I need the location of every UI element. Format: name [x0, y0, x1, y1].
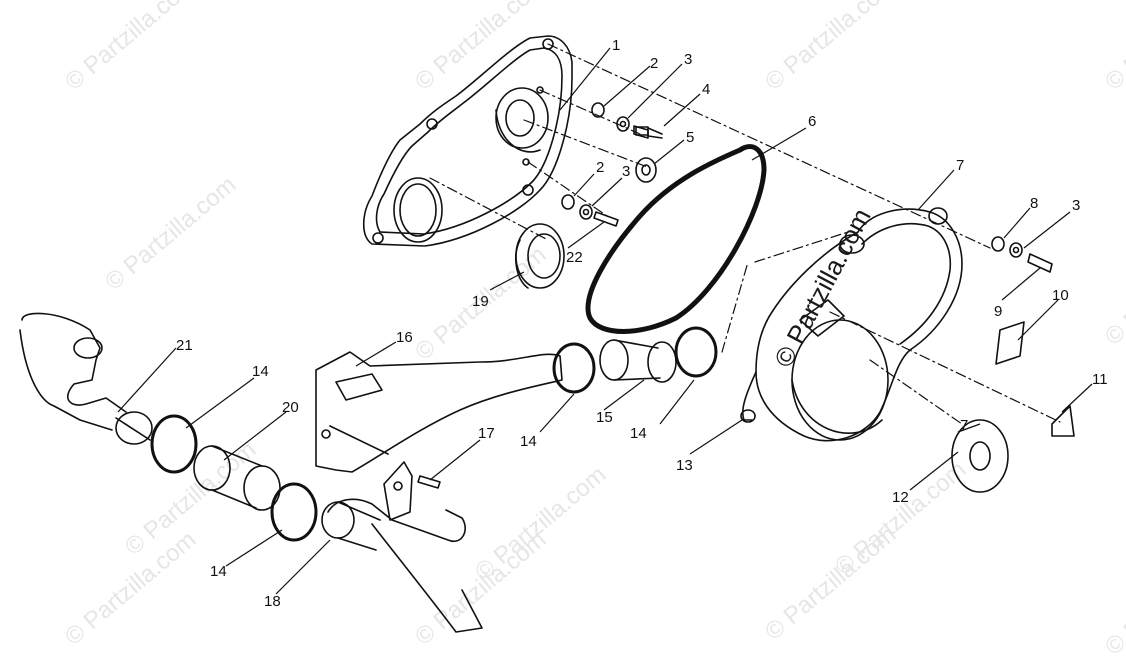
- callout-label: 14: [520, 433, 537, 450]
- callout-label: 1: [612, 37, 621, 54]
- callout-label: 3: [622, 163, 631, 180]
- callout-label: 17: [478, 425, 495, 442]
- callout-label: 9: [994, 303, 1003, 320]
- callout-label: 2: [596, 159, 605, 176]
- callout-label: 11: [1092, 371, 1108, 388]
- callout-label: 2: [650, 55, 659, 72]
- callout-label: 12: [892, 489, 909, 506]
- callout-label: 16: [396, 329, 413, 346]
- callout-label: 3: [1072, 197, 1081, 214]
- callout-label: 14: [252, 363, 269, 380]
- callout-label: 7: [956, 157, 965, 174]
- callout-label: 8: [1030, 195, 1039, 212]
- callout-label: 20: [282, 399, 299, 416]
- callout-label: 21: [176, 337, 193, 354]
- callout-label: 15: [596, 409, 613, 426]
- callout-label: 13: [676, 457, 693, 474]
- callout-label: 7: [960, 417, 969, 434]
- callout-label: 3: [684, 51, 693, 68]
- inner-cover-plate: [362, 35, 573, 247]
- callout-label: 10: [1052, 287, 1069, 304]
- callout-label: 6: [808, 113, 817, 130]
- outer-clutch-cover: [740, 207, 963, 442]
- callout-label: 5: [686, 129, 695, 146]
- callout-label: 18: [264, 593, 281, 610]
- callout-label: 19: [472, 293, 489, 310]
- callout-label: 4: [702, 81, 711, 98]
- callout-label: 22: [566, 249, 583, 266]
- callout-label: 14: [630, 425, 647, 442]
- callout-label: 14: [210, 563, 227, 580]
